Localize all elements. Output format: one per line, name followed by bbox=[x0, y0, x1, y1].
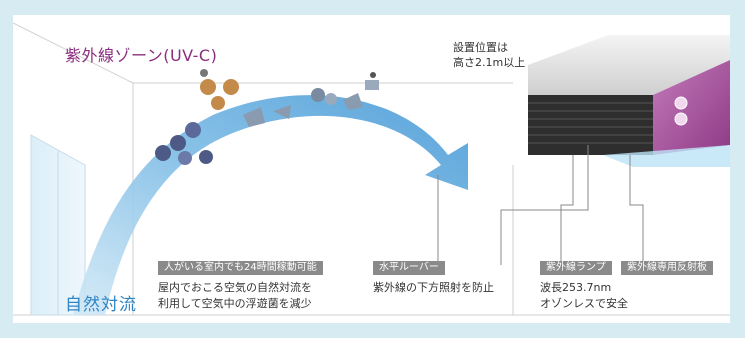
feature-badge-24h: 人がいる室内でも24時間稼動可能 bbox=[158, 261, 323, 275]
natural-convection-label: 自然対流 bbox=[65, 295, 137, 315]
feature-badge-lamp: 紫外線ランプ bbox=[540, 261, 612, 275]
uv-zone-title: 紫外線ゾーン(UV-C) bbox=[65, 46, 218, 65]
germ-icon bbox=[200, 69, 239, 110]
window bbox=[30, 134, 86, 316]
bacteria-icon bbox=[243, 72, 379, 127]
microbes bbox=[155, 69, 379, 165]
leader-lines bbox=[437, 145, 644, 265]
install-height-note: 設置位置は 高さ2.1m以上 bbox=[453, 41, 526, 69]
diagram-panel: 紫外線ゾーン(UV-C) 設置位置は 高さ2.1m以上 自然対流 人がいる室内で… bbox=[13, 15, 730, 323]
feature-badge-reflector: 紫外線専用反射板 bbox=[621, 261, 713, 275]
feature-badge-louver: 水平ルーバー bbox=[373, 261, 445, 275]
feature-desc-convection: 屋内でおこる空気の自然対流を 利用して空気中の浮遊菌を減少 bbox=[158, 281, 312, 310]
virus-icon bbox=[155, 122, 213, 165]
room-lines bbox=[13, 22, 730, 316]
diagram-artwork bbox=[13, 22, 730, 316]
feature-desc-lamp: 波長253.7nm オゾンレスで安全 bbox=[540, 281, 628, 310]
feature-desc-louver: 紫外線の下方照射を防止 bbox=[373, 281, 494, 294]
uv-unit bbox=[528, 35, 730, 167]
airflow-arrow bbox=[73, 95, 468, 315]
